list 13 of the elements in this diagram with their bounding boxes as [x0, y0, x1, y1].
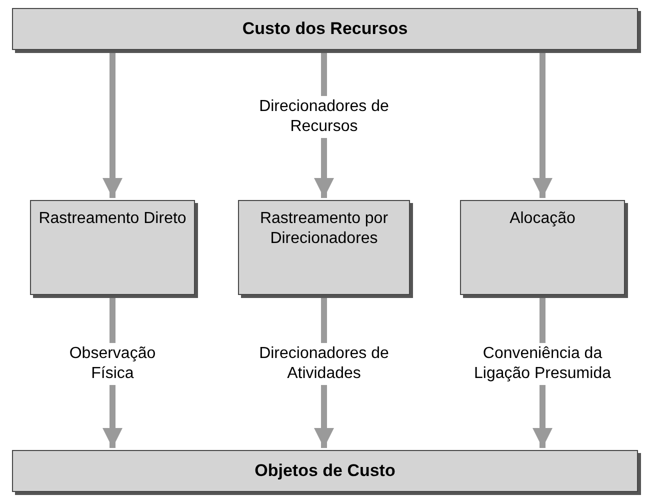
- arrow: [532, 51, 552, 198]
- arrow: [102, 51, 122, 198]
- header-box: [12, 450, 638, 492]
- process-box: [460, 200, 625, 295]
- header-box: [12, 8, 638, 50]
- box-label: Rastreamento Direto: [38, 209, 186, 229]
- edge-label: Direcionadores de Recursos: [257, 96, 391, 138]
- box-label: Custo dos Recursos: [242, 19, 408, 39]
- process-box: [30, 200, 195, 295]
- box-label: Alocação: [510, 209, 576, 229]
- box-label: Objetos de Custo: [254, 461, 396, 481]
- box-label: Rastreamento por Direcionadores: [258, 209, 390, 249]
- process-box: [238, 200, 410, 295]
